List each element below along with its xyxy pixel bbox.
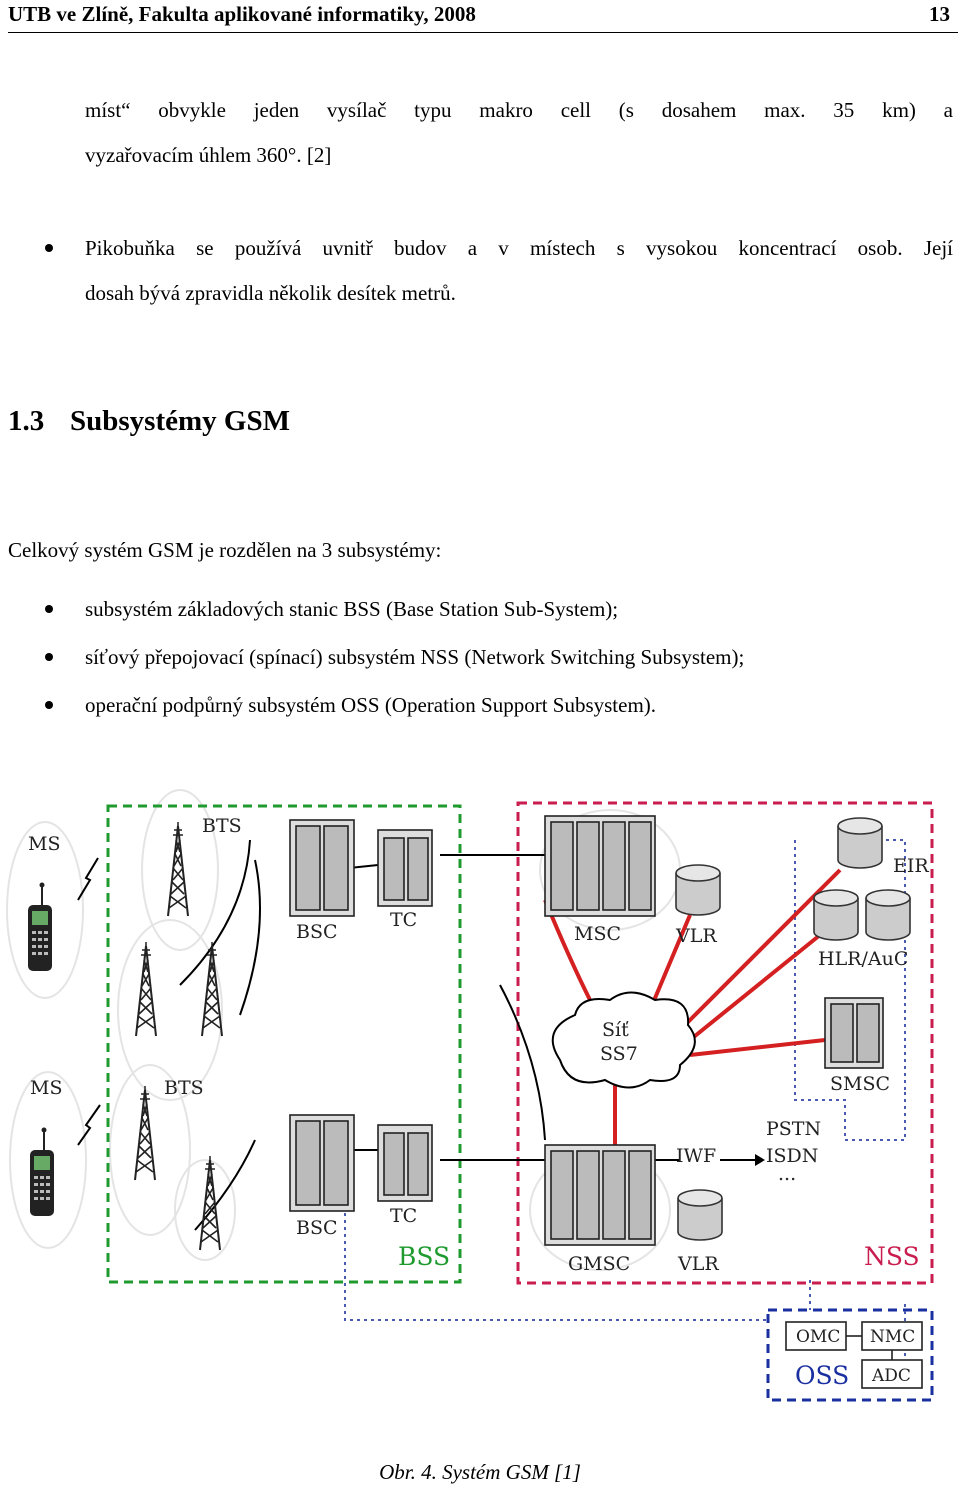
cloud-label-line-1: Síť bbox=[602, 1019, 629, 1041]
msc-cabinet-icon bbox=[544, 815, 656, 917]
bullet-icon bbox=[45, 244, 53, 252]
page-header: UTB ve Zlíně, Fakulta aplikované informa… bbox=[8, 0, 958, 33]
radio-link-icon bbox=[77, 857, 99, 901]
tc-label: TC bbox=[390, 909, 417, 931]
cloud-label-line-2: SS7 bbox=[600, 1043, 638, 1065]
mobile-phone-icon bbox=[27, 881, 53, 972]
bsc-cabinet-icon bbox=[289, 1114, 355, 1212]
mobile-phone-icon bbox=[29, 1126, 55, 1217]
bsc-label: BSC bbox=[296, 921, 338, 943]
bts-tower-icon bbox=[167, 821, 189, 917]
pico-line-1: Pikobuňka se používá uvnitř budov a v mí… bbox=[85, 236, 953, 260]
vlr-database-icon bbox=[675, 864, 721, 916]
section-number: 1.3 bbox=[8, 405, 45, 437]
nss-label: NSS bbox=[864, 1242, 920, 1271]
bullet-icon bbox=[45, 701, 53, 709]
ss7-cloud bbox=[551, 991, 696, 1089]
pstn-label: PSTN bbox=[766, 1118, 821, 1140]
bsc-cabinet-icon bbox=[289, 819, 355, 917]
subsystem-item: operační podpůrný subsystém OSS (Operati… bbox=[85, 693, 657, 717]
vlr-label: VLR bbox=[677, 1253, 719, 1275]
omc-box bbox=[785, 1321, 847, 1351]
oss-box bbox=[766, 1308, 934, 1402]
tc-cabinet-icon bbox=[377, 1124, 433, 1202]
gmsc-cabinet-icon bbox=[544, 1144, 656, 1246]
section-title: Subsystémy GSM bbox=[70, 405, 290, 437]
adc-label: ADC bbox=[871, 1366, 911, 1386]
bss-box bbox=[106, 804, 462, 1284]
intro-line-2: vyzařovacím úhlem 360°. [2] bbox=[85, 143, 332, 167]
ms-label: MS bbox=[28, 833, 60, 855]
bullet-icon bbox=[45, 653, 53, 661]
bullet-icon bbox=[45, 605, 53, 613]
bts-label: BTS bbox=[164, 1077, 204, 1099]
omc-label: OMC bbox=[796, 1327, 840, 1347]
gmsc-label: GMSC bbox=[568, 1253, 630, 1275]
adc-box bbox=[861, 1359, 923, 1389]
intro-line-1: míst“ obvykle jeden vysílač typu makro c… bbox=[85, 98, 953, 122]
body-text: Celkový systém GSM je rozdělen na 3 subs… bbox=[8, 538, 442, 562]
bsc-label: BSC bbox=[296, 1217, 338, 1239]
subsystem-item: síťový přepojovací (spínací) subsystém N… bbox=[85, 645, 745, 669]
vlr-database-icon bbox=[677, 1189, 723, 1241]
subsystem-item: subsystém základových stanic BSS (Base S… bbox=[85, 597, 619, 621]
eir-label: EIR bbox=[893, 855, 929, 877]
eir-database-icon bbox=[837, 817, 883, 869]
isdn-label: ISDN bbox=[766, 1145, 818, 1167]
smsc-cabinet-icon bbox=[824, 997, 884, 1069]
bts-tower-icon bbox=[134, 1085, 156, 1181]
tc-label: TC bbox=[390, 1205, 417, 1227]
auc-database-icon bbox=[865, 889, 911, 941]
bts-label: BTS bbox=[202, 815, 242, 837]
smsc-label: SMSC bbox=[830, 1073, 890, 1095]
hlr-auc-label: HLR/AuC bbox=[818, 948, 908, 970]
radio-link-icon bbox=[77, 1104, 101, 1146]
hlr-database-icon bbox=[813, 889, 859, 941]
nmc-label: NMC bbox=[870, 1327, 915, 1347]
figure-caption: Obr. 4. Systém GSM [1] bbox=[379, 1460, 581, 1484]
nss-box bbox=[516, 801, 934, 1285]
msc-label: MSC bbox=[574, 923, 621, 945]
iwf-label: IWF bbox=[676, 1145, 716, 1167]
bss-label: BSS bbox=[398, 1242, 450, 1271]
pico-line-2: dosah bývá zpravidla několik desítek met… bbox=[85, 281, 456, 305]
vlr-label: VLR bbox=[675, 925, 717, 947]
oss-label: OSS bbox=[795, 1361, 849, 1390]
bts-tower-icon bbox=[135, 941, 157, 1037]
header-title: UTB ve Zlíně, Fakulta aplikované informa… bbox=[8, 2, 476, 26]
section-heading: 1.3 Subsystémy GSM bbox=[8, 405, 290, 438]
page-number: 13 bbox=[929, 2, 950, 26]
tc-cabinet-icon bbox=[377, 829, 433, 907]
more-networks-label: ... bbox=[778, 1163, 796, 1185]
ms-label: MS bbox=[30, 1077, 62, 1099]
